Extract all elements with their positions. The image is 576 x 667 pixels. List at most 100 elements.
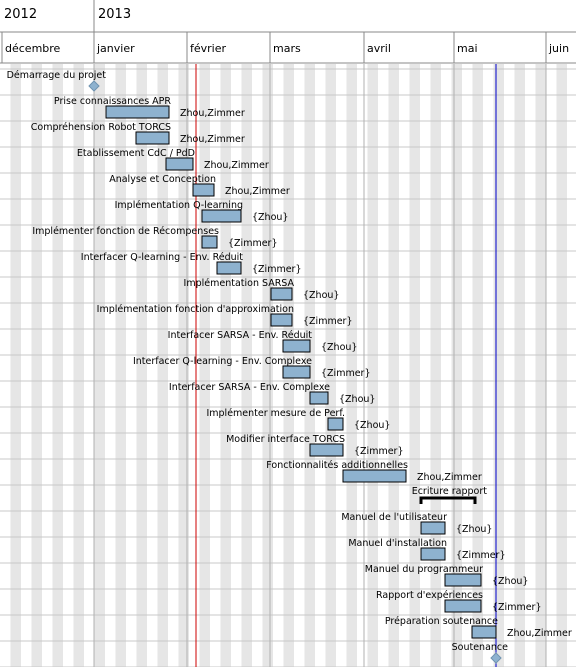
year-label: 2013	[98, 7, 131, 22]
month-label: février	[190, 42, 226, 55]
task-bar[interactable]	[282, 339, 311, 353]
week-band	[346, 64, 357, 667]
task-label: Implémentation fonction d'approximation	[97, 304, 294, 315]
resource-label: Zhou,Zimmer	[180, 134, 245, 145]
week-band	[472, 64, 483, 667]
week-band	[157, 64, 168, 667]
week-band	[262, 64, 273, 667]
task-bar[interactable]	[309, 391, 329, 405]
task-bar[interactable]	[216, 261, 242, 275]
resource-label: {Zimmer}	[252, 264, 302, 275]
task-label: Interfacer Q-learning - Env. Réduit	[81, 252, 244, 263]
task-label: Fonctionnalités additionnelles	[266, 460, 408, 471]
task-bar[interactable]	[165, 157, 194, 171]
week-band	[52, 64, 63, 667]
milestone-label: Démarrage du projet	[7, 70, 107, 81]
task-label: Préparation soutenance	[385, 616, 498, 627]
week-band	[409, 64, 420, 667]
month-label: avril	[367, 42, 391, 55]
week-band	[451, 64, 462, 667]
resource-label: {Zhou}	[303, 290, 339, 301]
week-band	[73, 64, 84, 667]
resource-label: Zhou,Zimmer	[204, 160, 269, 171]
milestone-diamond[interactable]	[490, 652, 502, 664]
week-band	[430, 64, 441, 667]
task-label: Modifier interface TORCS	[226, 434, 345, 445]
task-bar[interactable]	[201, 235, 218, 249]
week-band	[220, 64, 231, 667]
resource-label: {Zhou}	[492, 576, 528, 587]
task-bar[interactable]	[201, 209, 242, 223]
milestone-label: Soutenance	[452, 642, 509, 653]
week-band	[388, 64, 399, 667]
resource-label: Zhou,Zimmer	[417, 472, 482, 483]
month-label: janvier	[96, 42, 135, 55]
milestone-diamond[interactable]	[88, 80, 100, 92]
week-band	[514, 64, 525, 667]
task-bar[interactable]	[270, 287, 293, 301]
task-label: Etablissement CdC / PdD	[77, 148, 195, 159]
task-bar[interactable]	[420, 547, 446, 561]
week-band	[325, 64, 336, 667]
week-band	[178, 64, 189, 667]
resource-label: {Zhou}	[456, 524, 492, 535]
week-band	[556, 64, 567, 667]
task-label: Implémentation Q-learning	[115, 200, 243, 211]
task-label: Manuel d'installation	[348, 538, 447, 549]
task-bar[interactable]	[105, 105, 170, 119]
month-label: mars	[273, 42, 301, 55]
month-label: décembre	[5, 42, 61, 55]
month-label: juin	[548, 42, 569, 55]
task-label: Manuel de l'utilisateur	[341, 512, 447, 523]
resource-label: {Zhou}	[252, 212, 288, 223]
resource-label: {Zhou}	[339, 394, 375, 405]
task-label: Analyse et Conception	[109, 174, 216, 185]
task-bar[interactable]	[135, 131, 170, 145]
resource-label: Zhou,Zimmer	[180, 108, 245, 119]
week-band	[115, 64, 126, 667]
task-label: Manuel du programmeur	[365, 564, 483, 575]
week-band	[493, 64, 504, 667]
task-bar[interactable]	[420, 521, 446, 535]
task-label: Prise connaissances APR	[54, 96, 171, 107]
week-band	[241, 64, 252, 667]
task-bar[interactable]	[309, 443, 344, 457]
week-band	[136, 64, 147, 667]
task-bar[interactable]	[444, 573, 482, 587]
resource-label: {Zimmer}	[321, 368, 371, 379]
week-band	[199, 64, 210, 667]
task-bar[interactable]	[471, 625, 497, 639]
resource-label: {Zimmer}	[492, 602, 542, 613]
summary-bar[interactable]	[419, 496, 477, 504]
task-bar[interactable]	[327, 417, 344, 431]
task-label: Rapport d'expériences	[376, 590, 483, 601]
task-label: Implémenter fonction de Récompenses	[32, 226, 219, 237]
week-band	[31, 64, 42, 667]
week-band	[535, 64, 546, 667]
resource-label: {Zimmer}	[228, 238, 278, 249]
year-label: 2012	[4, 7, 37, 22]
task-bar[interactable]	[342, 469, 407, 483]
resource-label: {Zhou}	[321, 342, 357, 353]
resource-label: {Zimmer}	[303, 316, 353, 327]
task-label: Compréhension Robot TORCS	[31, 122, 171, 133]
resource-label: {Zimmer}	[456, 550, 506, 561]
week-band	[10, 64, 21, 667]
task-bar[interactable]	[444, 599, 482, 613]
summary-label: Ecriture rapport	[412, 486, 488, 497]
week-band	[94, 64, 105, 667]
task-bar[interactable]	[270, 313, 293, 327]
task-label: Implémenter mesure de Perf.	[206, 408, 345, 419]
week-band	[367, 64, 378, 667]
task-label: Implémentation SARSA	[184, 278, 295, 289]
task-label: Interfacer SARSA - Env. Complexe	[169, 382, 330, 393]
task-bar[interactable]	[282, 365, 311, 379]
task-label: Interfacer Q-learning - Env. Complexe	[133, 356, 312, 367]
resource-label: Zhou,Zimmer	[507, 628, 572, 639]
resource-label: Zhou,Zimmer	[225, 186, 290, 197]
resource-label: {Zimmer}	[354, 446, 404, 457]
task-bar[interactable]	[192, 183, 215, 197]
task-label: Interfacer SARSA - Env. Réduit	[168, 330, 313, 341]
